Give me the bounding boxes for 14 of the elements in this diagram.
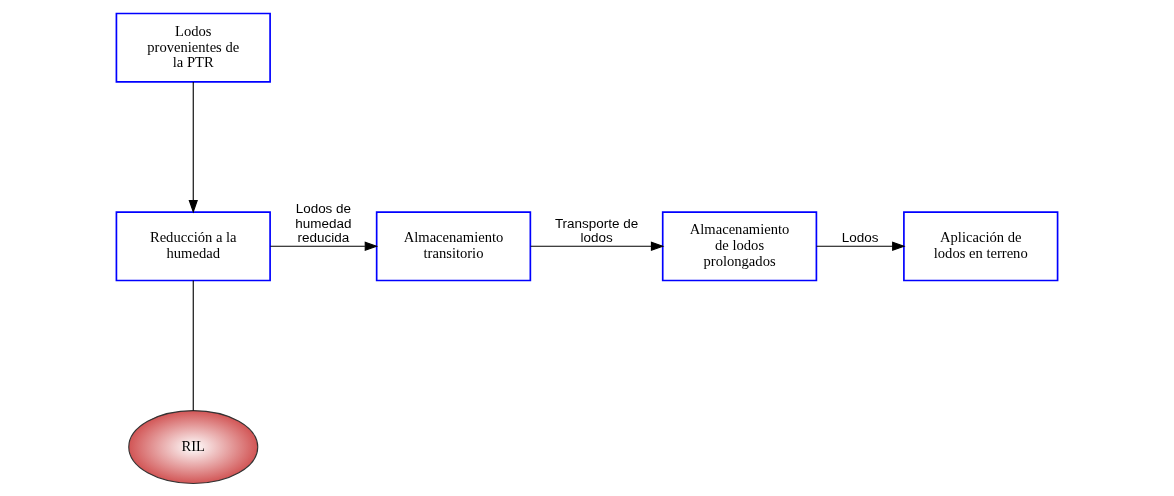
node-box: Lodos provenientes de la PTR: [115, 12, 271, 83]
node-box: Almacenamiento transitorio: [375, 210, 532, 281]
node-box: Reducción a la humedad: [115, 210, 271, 281]
edge-label: Transporte de lodos: [554, 215, 639, 245]
arrow: [188, 80, 198, 213]
node-box: Aplicación de lodos en terreno: [903, 210, 1059, 281]
arrow: [530, 241, 665, 251]
edge-label: Lodos de humedad reducida: [295, 200, 352, 245]
edge-label: Lodos: [841, 229, 879, 245]
node-box: Almacenamiento de lodos prolongados: [661, 210, 818, 281]
arrow: [816, 241, 906, 251]
arrow: [269, 241, 379, 251]
node-ellipse: RIL: [128, 409, 259, 484]
connector: [192, 279, 194, 411]
